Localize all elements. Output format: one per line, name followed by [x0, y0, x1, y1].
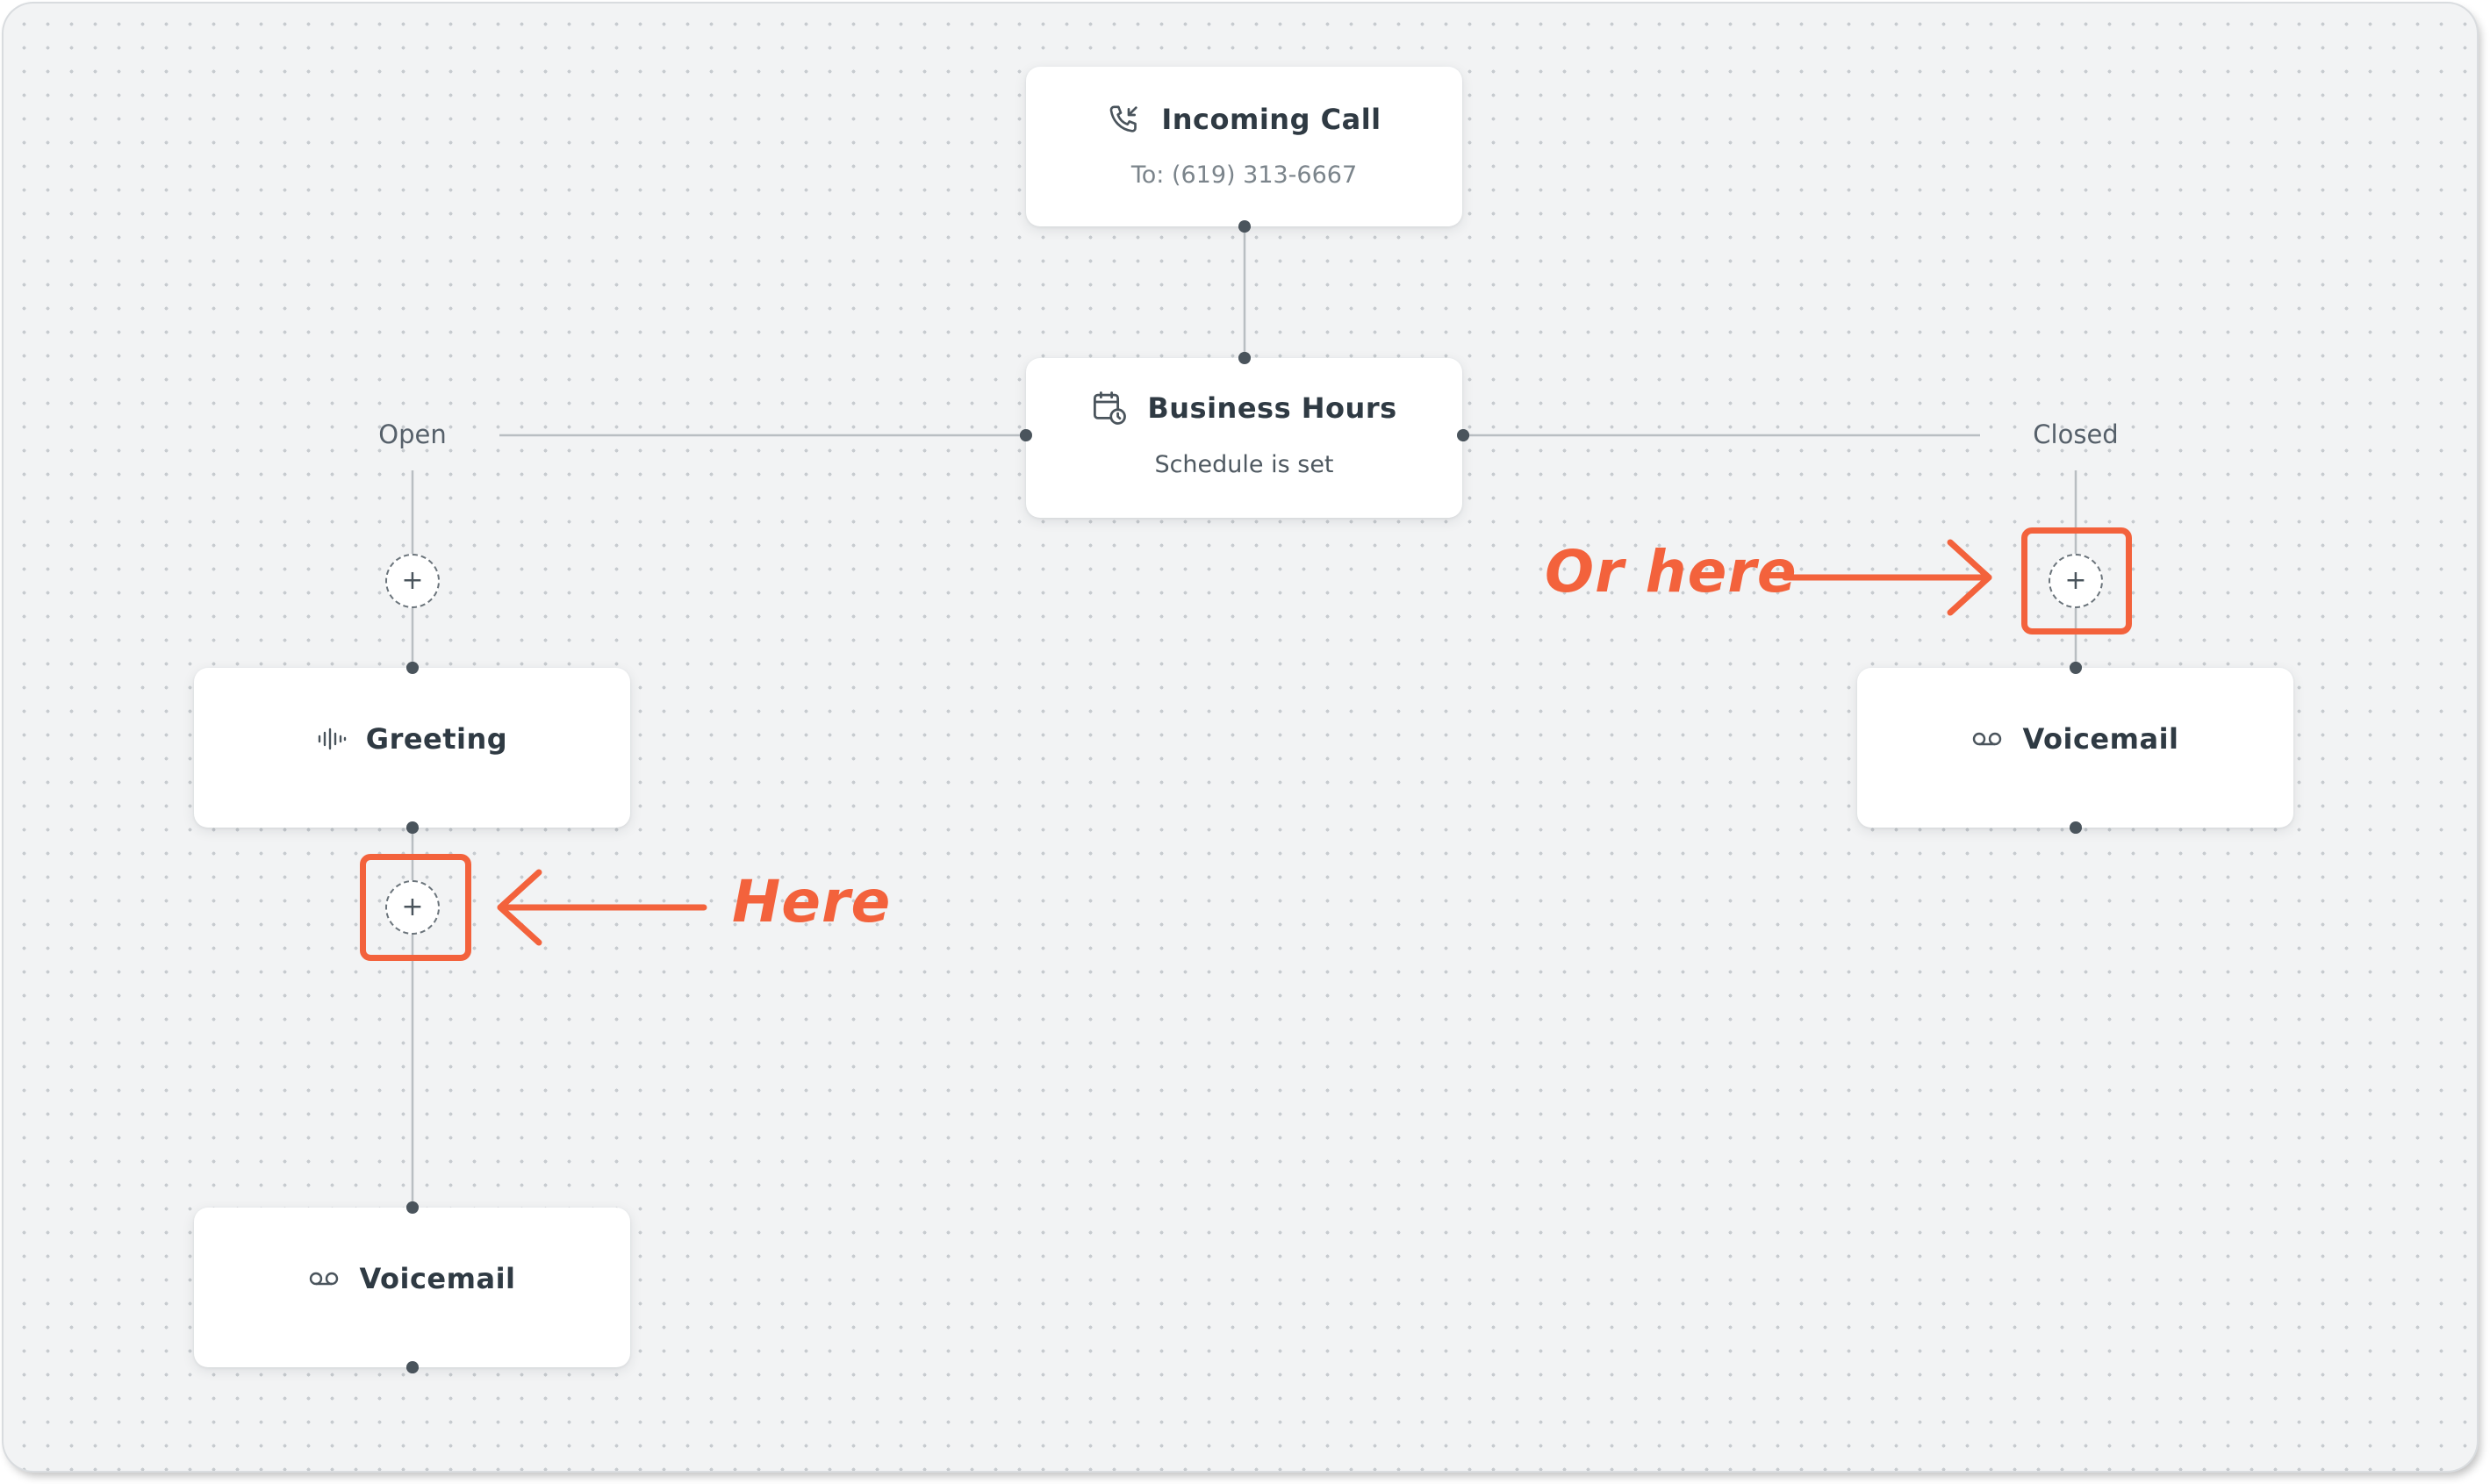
- plus-icon: +: [401, 565, 424, 596]
- node-title: Voicemail: [2022, 722, 2179, 756]
- highlight-box-here: [360, 854, 471, 961]
- add-step-button-after-greeting[interactable]: +: [385, 880, 440, 935]
- annotation-or-here: Or here: [1545, 538, 1798, 606]
- node-subtitle: To: (619) 313-6667: [1130, 161, 1358, 189]
- voicemail-icon: [1971, 729, 2003, 749]
- node-subtitle: Schedule is set: [1154, 451, 1334, 478]
- node-title: Business Hours: [1147, 391, 1397, 425]
- add-step-button-closed[interactable]: +: [2049, 554, 2103, 608]
- annotation-here: Here: [732, 868, 892, 936]
- calendar-clock-icon: [1091, 390, 1128, 427]
- greeting-node[interactable]: Greeting: [194, 668, 630, 828]
- node-title: Voicemail: [359, 1262, 516, 1295]
- node-title: Greeting: [365, 722, 508, 756]
- voicemail-icon: [308, 1269, 340, 1288]
- flow-canvas[interactable]: Incoming Call To: (619) 313-6667 Busines…: [4, 4, 2477, 1471]
- node-title: Incoming Call: [1161, 103, 1381, 136]
- highlight-box-or-here: [2021, 527, 2132, 634]
- business-hours-node[interactable]: Business Hours Schedule is set: [1026, 358, 1462, 518]
- audio-wave-icon: [317, 727, 347, 751]
- branch-label-open: Open: [378, 419, 447, 449]
- phone-incoming-icon: [1107, 102, 1142, 137]
- plus-icon: +: [2064, 565, 2087, 596]
- incoming-call-node[interactable]: Incoming Call To: (619) 313-6667: [1026, 67, 1462, 226]
- branch-label-closed: Closed: [2033, 419, 2119, 449]
- voicemail-node-open[interactable]: Voicemail: [194, 1208, 630, 1367]
- voicemail-node-closed[interactable]: Voicemail: [1857, 668, 2293, 828]
- plus-icon: +: [401, 892, 424, 922]
- add-step-button-open[interactable]: +: [385, 554, 440, 608]
